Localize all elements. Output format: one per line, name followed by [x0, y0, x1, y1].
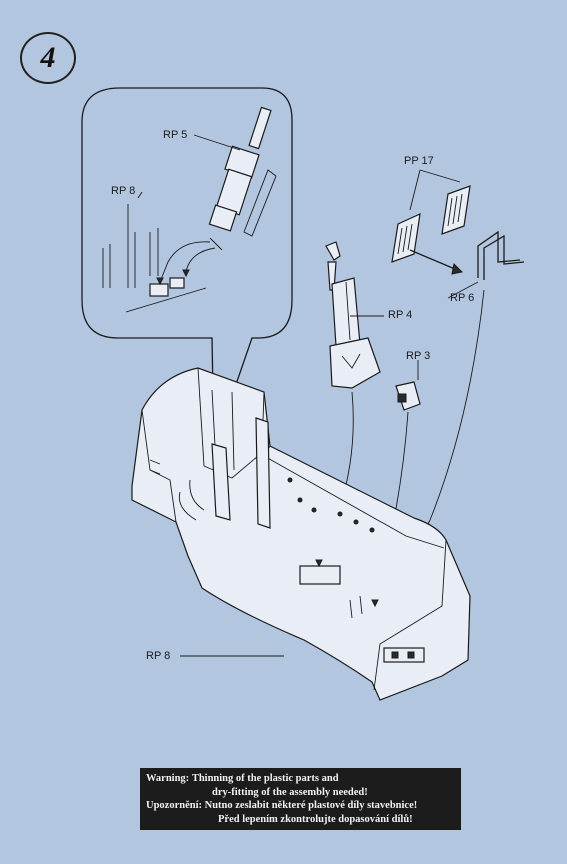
rp8-cockpit-tub-drawing: [131, 367, 471, 701]
rp4-part-drawing: [317, 241, 384, 561]
label-pp17: PP 17: [404, 155, 434, 167]
label-rp8-detail: RP 8: [111, 185, 136, 197]
warning-cz-line-2: Před lepením zkontrolujte dopasování díl…: [218, 813, 413, 825]
label-rp4: RP 4: [388, 309, 413, 321]
warning-en-line-2: dry-fitting of the assembly needed!: [212, 786, 368, 798]
rp5-part-drawing: [208, 106, 277, 251]
warning-en-row-2: dry-fitting of the assembly needed!: [146, 786, 455, 800]
warning-cz-key: Upozornění:: [146, 800, 202, 811]
step-number-badge: 4: [20, 32, 76, 84]
label-rp8-main: RP 8: [146, 650, 171, 662]
rp8-detail-drawing: [102, 204, 216, 313]
warning-cz-row-2: Před lepením zkontrolujte dopasování díl…: [146, 813, 455, 827]
warning-cz-line-1: Nutno zeslabit některé plastové díly sta…: [204, 800, 418, 811]
warning-banner: Warning: Thinning of the plastic parts a…: [140, 768, 461, 830]
label-rp5: RP 5: [163, 129, 188, 141]
pp17-part-drawing: [391, 169, 471, 275]
warning-en-key: Warning:: [146, 773, 190, 784]
warning-en-row-1: Warning: Thinning of the plastic parts a…: [146, 772, 455, 786]
label-rp6: RP 6: [450, 292, 475, 304]
warning-cz-row-1: Upozornění: Nutno zeslabit některé plast…: [146, 799, 455, 813]
label-rp3: RP 3: [406, 350, 431, 362]
warning-en-line-1: Thinning of the plastic parts and: [191, 773, 339, 784]
